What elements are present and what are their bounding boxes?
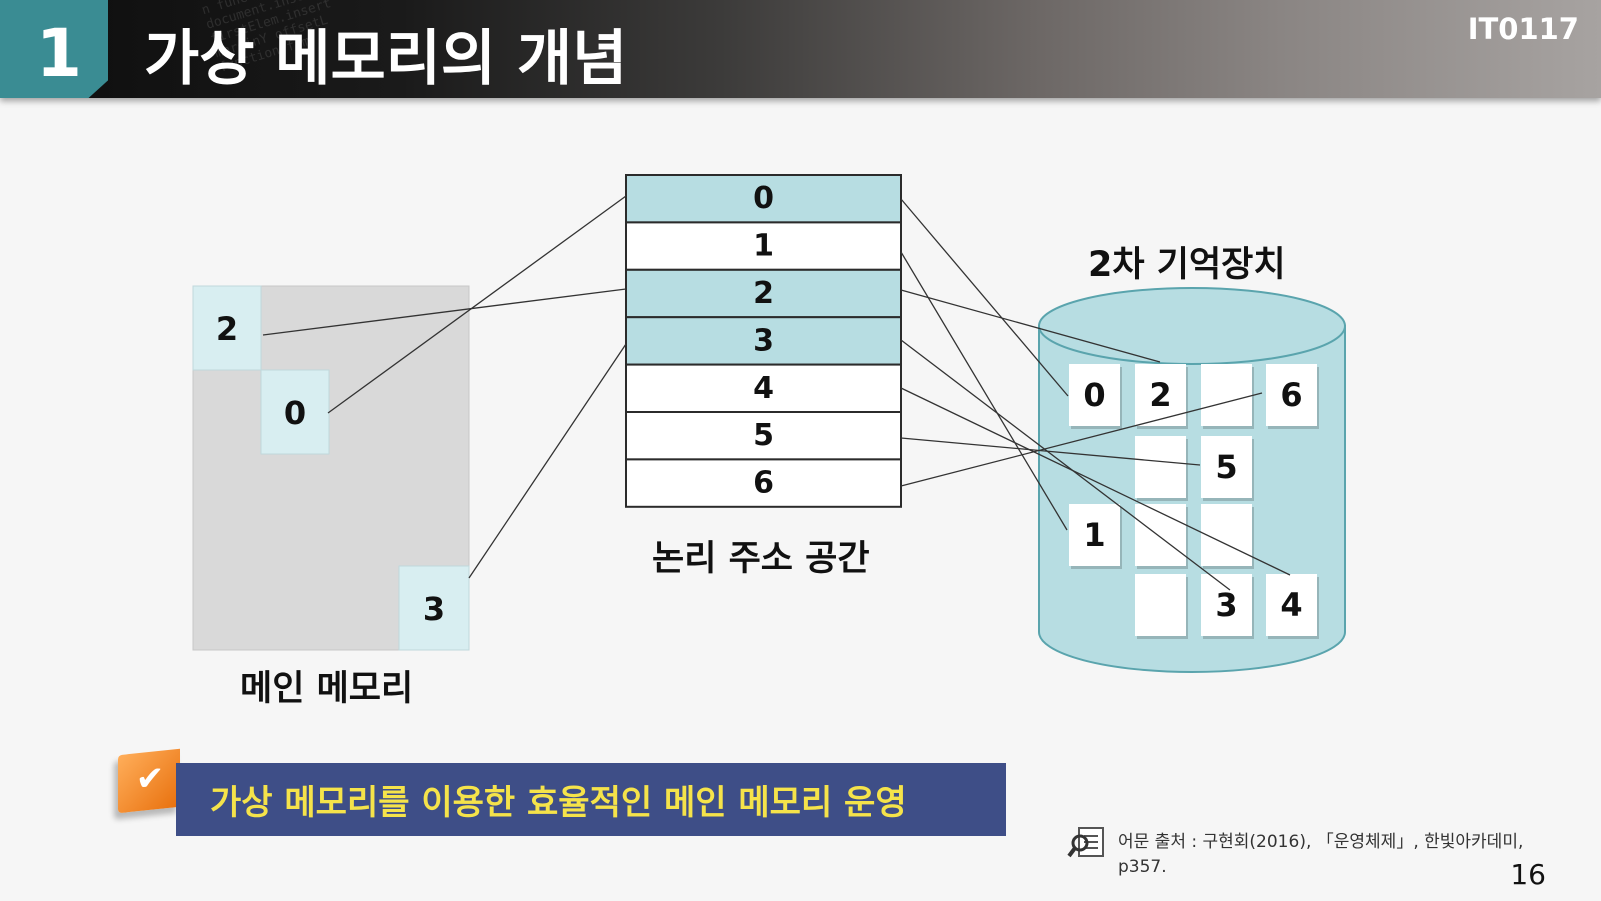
ss-cell <box>1201 504 1254 569</box>
ss-cell: 3 <box>1201 574 1254 639</box>
mm-page-2: 2 <box>192 285 262 371</box>
line-0-main <box>327 195 627 414</box>
summary-text: 가상 메모리를 이용한 효율적인 메인 메모리 운영 <box>210 783 907 823</box>
las-row-label-0: 0 <box>753 181 774 216</box>
ss-cell-label-6: 6 <box>1280 376 1302 414</box>
page-number: 16 <box>1510 858 1546 891</box>
ss-cell-label-5: 5 <box>1215 448 1237 486</box>
line-4-secondary <box>900 387 1291 576</box>
mm-page-3: 3 <box>398 565 470 651</box>
las-row-label-3: 3 <box>753 323 774 358</box>
las-row-6 <box>625 458 902 508</box>
course-code: IT0117 <box>1467 12 1579 46</box>
secondary-storage-label: 2차 기억장치 <box>1088 245 1286 285</box>
mm-page-3-label: 3 <box>423 590 445 628</box>
las-row-label-4: 4 <box>753 371 774 406</box>
ss-cell <box>1135 504 1188 569</box>
las-row-5 <box>625 411 902 461</box>
ss-cell: 4 <box>1266 574 1319 639</box>
ss-cell-label-1: 1 <box>1083 516 1105 554</box>
ss-cell <box>1135 574 1188 639</box>
main-memory-label: 메인 메모리 <box>240 669 414 709</box>
las-row-label-6: 6 <box>753 466 774 501</box>
logical-address-table: 0 1 2 3 4 5 6 <box>625 174 902 508</box>
page-title: 가상 메모리의 개념 <box>144 24 628 94</box>
las-row-1 <box>625 221 902 271</box>
line-5-secondary <box>900 437 1201 466</box>
mm-page-0-label: 0 <box>284 394 306 432</box>
summary-banner: 가상 메모리를 이용한 효율적인 메인 메모리 운영 <box>176 763 1006 836</box>
ss-cell-label-0: 0 <box>1083 376 1105 414</box>
las-row-label-1: 1 <box>753 229 774 264</box>
section-number: 1 <box>36 15 82 92</box>
logical-address-label: 논리 주소 공간 <box>652 539 870 579</box>
ss-cell: 0 <box>1069 364 1122 429</box>
ss-cell: 1 <box>1069 504 1122 569</box>
line-2-secondary <box>900 289 1161 363</box>
las-row-2 <box>625 268 902 319</box>
line-3-main <box>468 343 627 579</box>
mapping-lines <box>262 195 1291 591</box>
line-3-secondary <box>900 339 1231 591</box>
ss-cell: 5 <box>1201 436 1254 501</box>
source-citation: 어문 출처 : 구현회(2016), 「운영체제」, 한빛아카데미, p357. <box>1118 832 1524 877</box>
ss-cell <box>1135 436 1188 501</box>
ss-cell <box>1201 364 1254 429</box>
ss-cell-label-2: 2 <box>1149 376 1171 414</box>
line-6-secondary <box>900 392 1263 487</box>
secondary-storage-cells: 0 2 6 5 1 3 4 <box>1069 364 1319 639</box>
las-row-0 <box>625 174 902 224</box>
check-icon: ✔ <box>135 759 165 799</box>
mm-page-0: 0 <box>260 369 330 455</box>
ss-cell-label-4: 4 <box>1280 586 1302 624</box>
las-row-label-5: 5 <box>753 418 774 453</box>
header-bar: n function( document.insertA firstElem.i… <box>0 0 1601 98</box>
magnifier-document-icon <box>1067 827 1104 858</box>
line-0-secondary <box>900 198 1069 397</box>
ss-cell: 6 <box>1266 364 1319 429</box>
mm-page-2-label: 2 <box>216 310 238 348</box>
ss-cell-label-3: 3 <box>1215 586 1237 624</box>
line-2-main <box>262 288 627 336</box>
las-row-label-2: 2 <box>753 276 774 311</box>
section-number-box <box>0 0 108 98</box>
